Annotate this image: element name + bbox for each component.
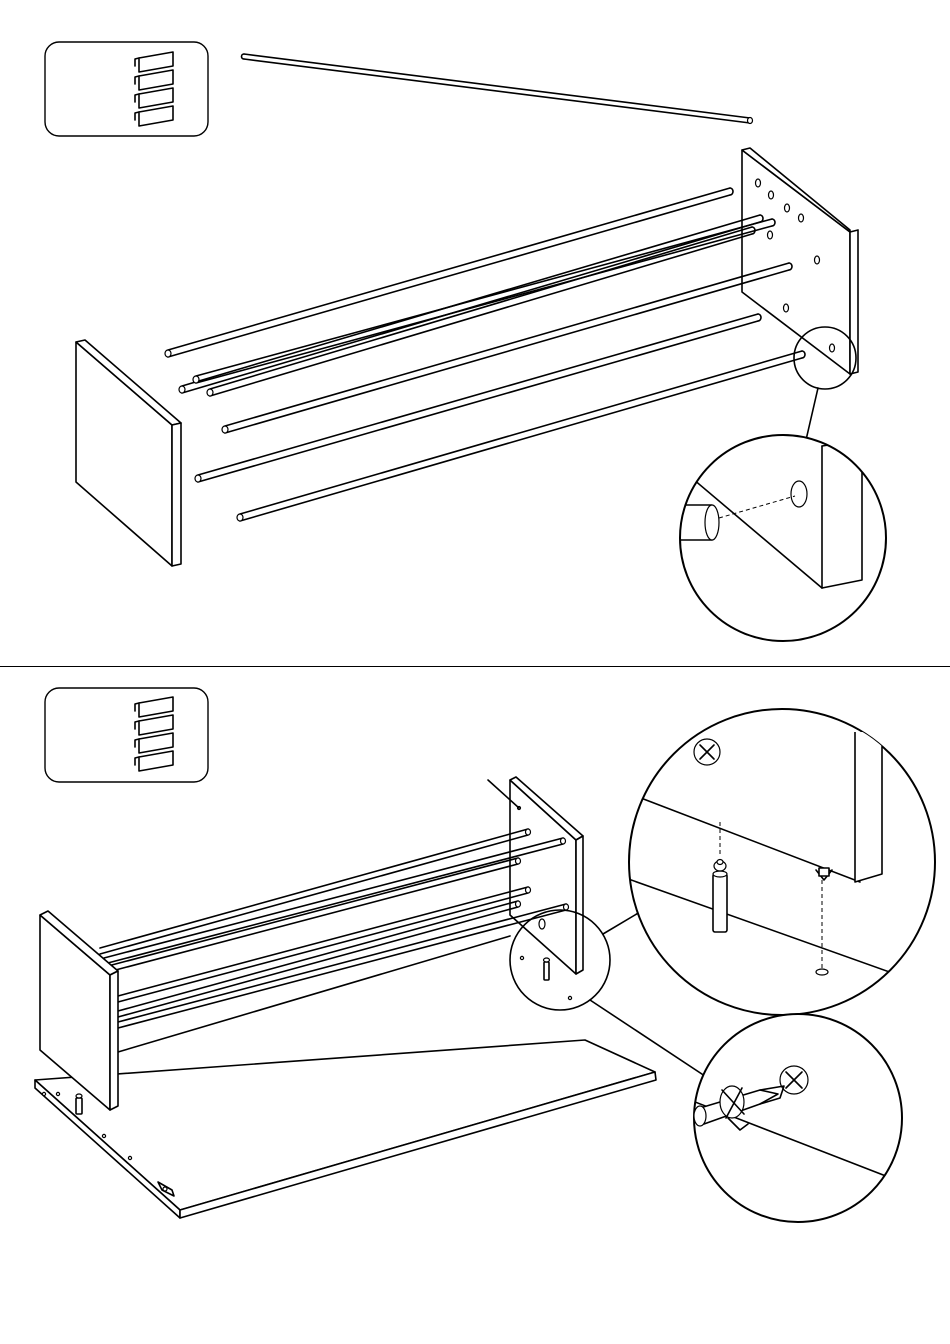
people-count-icon: [45, 42, 208, 136]
tube-1: [100, 829, 531, 954]
bottom-board: [35, 956, 656, 1218]
loose-tube: [242, 54, 753, 124]
tube-5: [118, 901, 521, 1017]
tube-3: [108, 858, 521, 972]
tube-1: [165, 188, 733, 357]
cam-dowel-detail: [620, 709, 940, 1015]
detail-connector-a: [603, 912, 640, 934]
right-side-panel: [488, 777, 583, 974]
step-2-illustration: [0, 667, 950, 1344]
assembly-step-1: [0, 0, 950, 666]
people-count-icon: [45, 688, 208, 782]
screwdriver-cam-lock-detail: [690, 1014, 902, 1222]
tubes: [100, 829, 569, 1052]
tube-6: [118, 904, 569, 1028]
step-1-illustration: [0, 0, 950, 666]
tube-6: [195, 314, 761, 482]
tube-into-hole-detail: [680, 435, 886, 641]
left-side-panel: [76, 340, 181, 566]
tube-2: [179, 215, 763, 393]
assembly-step-2: [0, 667, 950, 1344]
detail-connector: [806, 388, 818, 440]
tube-5: [222, 263, 792, 433]
